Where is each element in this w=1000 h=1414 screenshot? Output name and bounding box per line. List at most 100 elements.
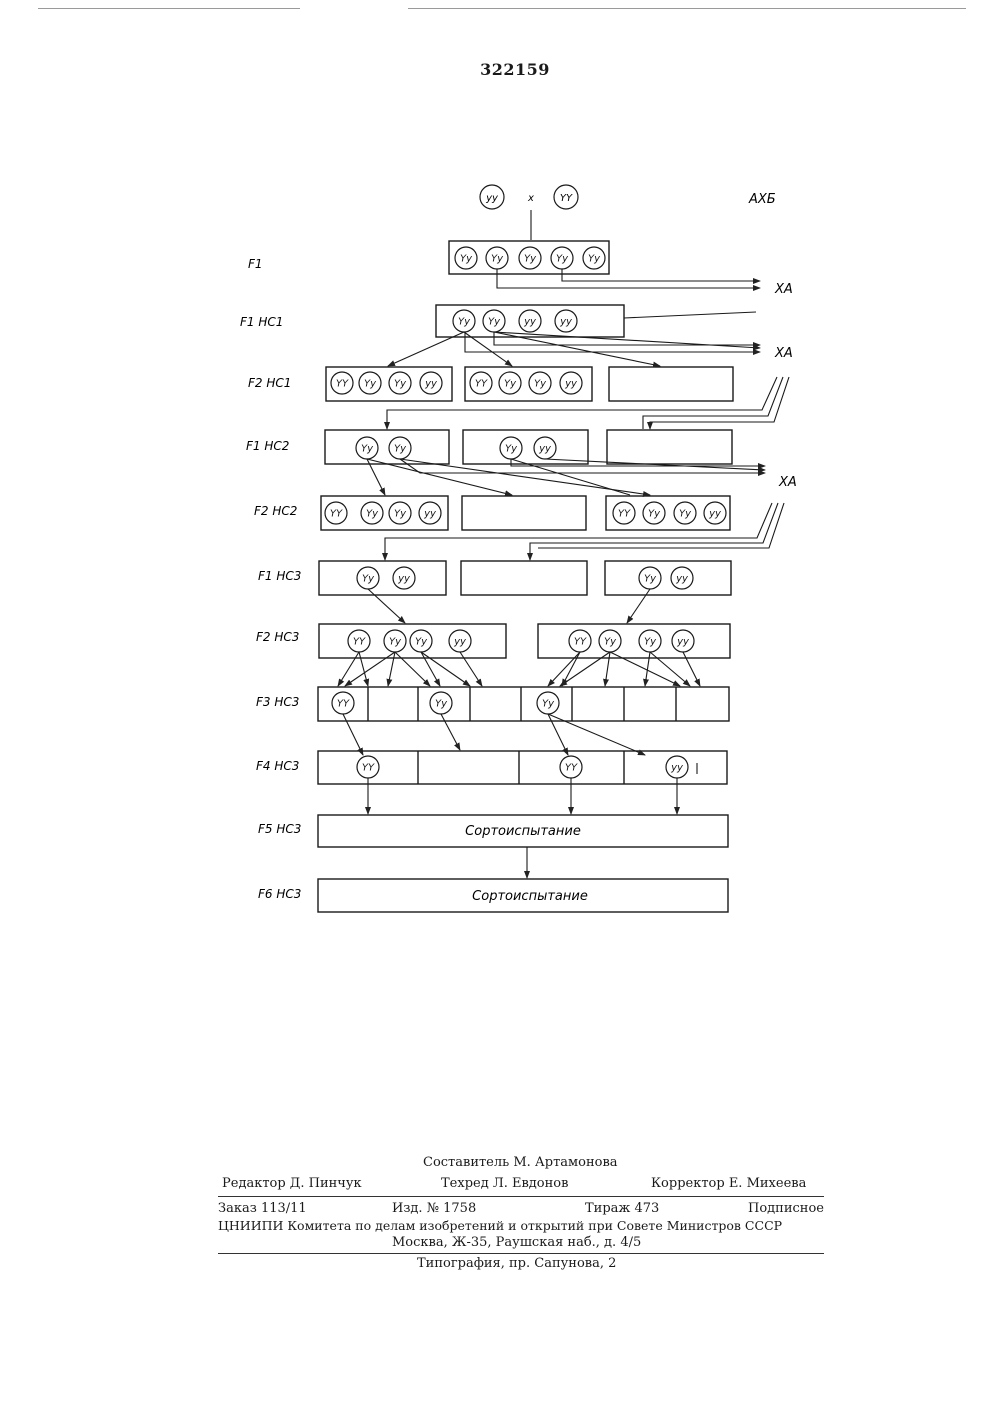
plant-r4b-2-genotype: yy [538,444,552,455]
plant-r2-3-genotype: yy [523,317,537,328]
row-label-f2-hc2: F2 HC2 [254,504,297,518]
plant-r1-2-genotype: Yy [491,254,504,265]
plant-r2-2-genotype: Yy [488,317,501,328]
plant-r7a-1-genotype: YY [353,637,366,648]
plant-r9-2-genotype: YY [565,763,578,774]
f3-hc3-box [318,687,729,721]
fan-left-8 [395,652,430,686]
row-label-f2-hc3: F2 HC3 [256,630,299,644]
plant-r3a-2-genotype: Yy [364,379,377,390]
f2-hc2-box-2 [462,496,586,530]
plant-r5b-1-genotype: YY [618,509,631,520]
row-label-f3-hc3: F3 HC3 [256,695,299,709]
fan-right-3 [560,652,610,686]
fan-left-5 [421,652,440,686]
plant-r7a-2-genotype: Yy [389,637,402,648]
row-label-f4-hc3: F4 HC3 [256,759,299,773]
cross-sign: x [527,193,534,204]
parent-plant-left-label: yy [485,193,499,204]
backcross-label-2: ХА [774,346,793,361]
bc2-out [624,312,756,318]
imprint-tech-editor: Техред Л. Евдонов [441,1176,568,1191]
imprint-proofreader: Корректор Е. Михеева [651,1176,806,1191]
row-label-f1-hc1: F1 HC1 [240,315,283,329]
imprint-address: Москва, Ж-35, Раушская наб., д. 4/5 [392,1235,641,1250]
parent-plant-right-label: YY [560,193,573,204]
fan-left-3 [345,652,395,686]
plant-r3a-3-genotype: Yy [394,379,407,390]
plant-r7b-1-genotype: YY [574,637,587,648]
bc1-a [497,269,760,288]
fan-right-4 [605,652,610,686]
plant-r1-3-genotype: Yy [524,254,537,265]
plant-r8-3-genotype: Yy [542,699,555,710]
plant-r2-4-genotype: yy [559,317,573,328]
plant-r4a-2-genotype: Yy [394,444,407,455]
variety-trial-label-1: Сортоиспытание [465,824,581,839]
plant-r6a-2-genotype: yy [397,574,411,585]
plant-r6b-1-genotype: Yy [644,574,657,585]
imprint-subscription: Подписное [748,1201,824,1216]
plant-r5a-1-genotype: YY [330,509,343,520]
plant-r6b-2-genotype: yy [675,574,689,585]
row-label-f1-hc3: F1 HC3 [258,569,301,583]
variety-trial-label-2: Сортоиспытание [472,889,588,904]
plant-r1-5-genotype: Yy [588,254,601,265]
plant-r5a-3-genotype: Yy [394,509,407,520]
g3-a [368,589,405,623]
imprint-divider-1 [218,1196,824,1197]
plant-r1-4-genotype: Yy [556,254,569,265]
plant-r5a-4-genotype: yy [423,509,437,520]
plant-r7b-2-genotype: Yy [604,637,617,648]
cross-label: АХБ [748,192,776,207]
g5-a [343,714,363,755]
g5-d [548,714,645,755]
plant-r4b-1-genotype: Yy [505,444,518,455]
imprint-compiler: Составитель М. Артамонова [423,1155,618,1170]
plant-r3b-3-genotype: Yy [534,379,547,390]
plant-r6a-1-genotype: Yy [362,574,375,585]
f1-hc3-box-3 [605,561,731,595]
plant-r5b-3-genotype: Yy [679,509,692,520]
fan-right-1 [548,652,580,686]
g1-a [388,332,464,366]
fan-right-7 [683,652,700,686]
imprint-printer: Типография, пр. Сапунова, 2 [417,1256,616,1271]
g5-b [441,714,460,750]
plant-r2-1-genotype: Yy [458,317,471,328]
f1-hc3-box-2 [461,561,587,595]
ret1-b [643,377,783,429]
plant-r5b-2-genotype: Yy [648,509,661,520]
breeding-scheme-diagram: YyYyYyYyYyYyYyyyyyYYYyYyyyYYYyYyyyYyYyYy… [0,0,1000,960]
imprint-organization: ЦНИИПИ Комитета по делам изобретений и о… [218,1218,782,1233]
g3-b [627,589,650,623]
plant-r7b-3-genotype: Yy [644,637,657,648]
fan-left-4 [388,652,395,686]
f1-hc3-box-1 [319,561,446,595]
backcross-label-3: ХА [778,475,797,490]
bc1-b [562,269,760,281]
fan-left-2 [359,652,368,686]
plant-r8-1-genotype: YY [337,699,350,710]
imprint-edition: Изд. № 1758 [392,1201,476,1216]
f1-hc2-box-1 [325,430,449,464]
plant-r7b-4-genotype: yy [676,637,690,648]
plant-r3b-2-genotype: Yy [504,379,517,390]
bc3-b [511,459,765,466]
imprint-print-run: Тираж 473 [585,1201,659,1216]
imprint-order: Заказ 113/11 [218,1201,307,1216]
plant-r3a-1-genotype: YY [336,379,349,390]
imprint-divider-2 [218,1253,824,1254]
imprint-editor: Редактор Д. Пинчук [222,1176,362,1191]
plant-r3a-4-genotype: yy [424,379,438,390]
f1-hc2-box-3 [607,430,732,464]
row-label-f1-hc2: F1 HC2 [246,439,289,453]
plant-r9-3-genotype: yy [670,763,684,774]
plant-r4a-1-genotype: Yy [361,444,374,455]
plant-r7a-4-genotype: yy [453,637,467,648]
row-label-f2-hc1: F2 HC1 [248,376,291,390]
g5-c [548,714,568,755]
f1-hc2-box-2 [463,430,588,464]
backcross-label-1: ХА [774,282,793,297]
plant-r8-2-genotype: Yy [435,699,448,710]
